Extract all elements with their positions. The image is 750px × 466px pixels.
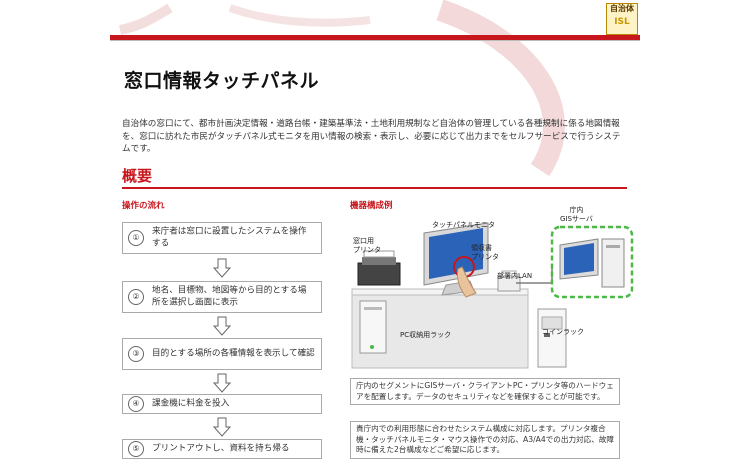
section-underline [122, 187, 627, 189]
label-touch-monitor: タッチパネルモニタ [432, 221, 495, 229]
step-number: ④ [128, 396, 144, 412]
label-gis-server: 庁内 GISサーバ [560, 206, 593, 223]
background-decoration [118, 0, 565, 177]
down-arrow-icon [213, 316, 231, 336]
down-arrow-icon [213, 417, 231, 437]
receipt-printer-illustration [497, 270, 521, 292]
coin-rack-illustration [537, 308, 567, 368]
step-text: 来庁者は窓口に設置したシステムを操作する [152, 226, 307, 249]
equipment-heading: 機器構成例 [350, 201, 393, 211]
label-window-printer: 窓口用 プリンタ [353, 237, 381, 254]
gis-server-illustration [550, 225, 634, 299]
step-number: ③ [128, 346, 144, 362]
section-title: 概要 [122, 167, 153, 185]
label-receipt-printer: 領収書 プリンタ [471, 244, 499, 261]
page-title: 窓口情報タッチパネル [124, 70, 320, 92]
down-arrow-icon [213, 373, 231, 393]
touch-monitor-illustration [423, 222, 489, 298]
equipment-diagram [351, 222, 634, 369]
intro-paragraph: 自治体の窓口にて、都市計画決定情報・道路台帳・建築基準法・土地利用規制など自治体… [122, 119, 621, 154]
company-logo: 自治体 ISL [606, 3, 638, 35]
header-red-bar [110, 35, 640, 40]
step-number: ② [128, 289, 144, 305]
flow-step-5: ⑤ プリントアウトし、資料を持ち帰る [122, 439, 322, 459]
flow-heading: 操作の流れ [122, 201, 165, 211]
down-arrow-icon [213, 258, 231, 278]
label-coin-rack: コインラック [542, 328, 584, 336]
header-divider [110, 40, 640, 41]
logo-text-top: 自治体 [610, 4, 634, 13]
info-box-security: 庁内のセグメントにGISサーバ・クライアントPC・プリンタ等のハードウェアを配置… [350, 378, 620, 405]
label-lan: 部署内LAN [497, 272, 533, 280]
step-text: プリントアウトし、資料を持ち帰る [152, 443, 290, 454]
label-pc-rack: PC収納用ラック [400, 331, 452, 339]
info-box-configuration: 貴庁内での利用形態に合わせたシステム構成に対応します。プリンタ複合機・タッチパネ… [350, 421, 620, 459]
slide-page: 自治体 ISL 窓口情報タッチパネル 自治体の窓口にて、都市計画決定情報・道路台… [110, 0, 640, 466]
flow-step-3: ③ 目的とする場所の各種情報を表示して確認 [122, 338, 322, 370]
step-text: 目的とする場所の各種情報を表示して確認 [152, 348, 315, 359]
flow-step-1: ① 来庁者は窓口に設置したシステムを操作する [122, 222, 322, 254]
flow-step-2: ② 地名、目標物、地図等から目的とする場所を選択し画面に表示 [122, 281, 322, 313]
step-number: ⑤ [128, 441, 144, 457]
logo-text-bottom: ISL [614, 17, 630, 27]
step-text: 地名、目標物、地図等から目的とする場所を選択し画面に表示 [152, 285, 307, 308]
pc-tower-illustration [359, 300, 387, 354]
step-number: ① [128, 230, 144, 246]
window-printer-illustration [357, 250, 401, 286]
step-text: 課金機に料金を投入 [152, 398, 230, 409]
flow-step-4: ④ 課金機に料金を投入 [122, 394, 322, 414]
